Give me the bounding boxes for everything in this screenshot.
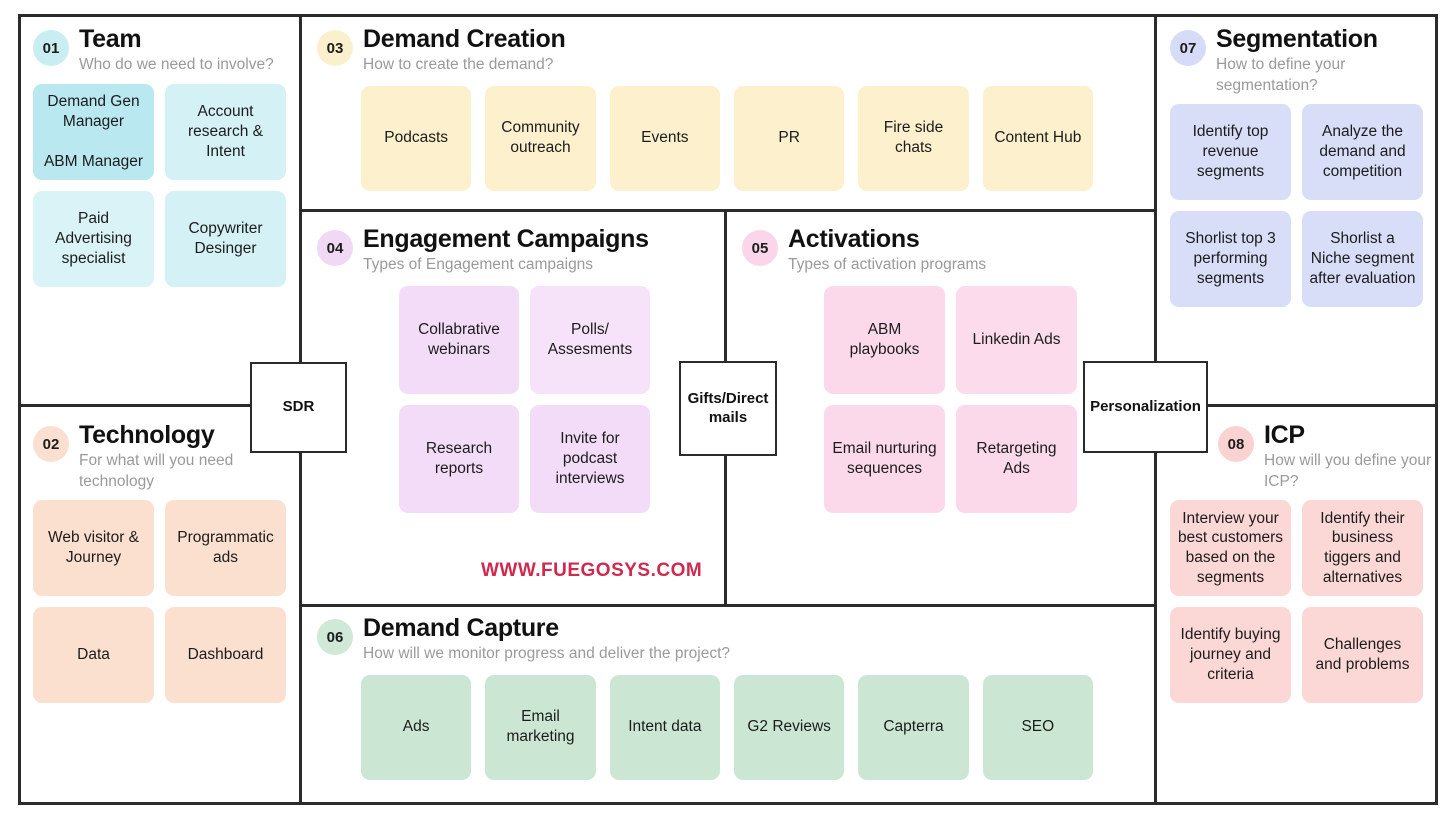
card-team-1[interactable]: Account research & Intent — [165, 83, 286, 180]
panel-technology-cards: Web visitor & Journey Programmatic ads D… — [33, 500, 286, 704]
panel-segmentation-header: 07 Segmentation How to define your segme… — [1170, 26, 1423, 96]
panel-technology-title: Technology — [79, 421, 215, 449]
panel-segmentation: 07 Segmentation How to define your segme… — [1170, 26, 1423, 308]
card-demand-capture-1[interactable]: Email marketing — [485, 674, 596, 780]
panel-technology-header: 02 Technology For what will you need tec… — [33, 422, 286, 492]
divider-center-top — [299, 209, 1154, 212]
panel-team: 01 Team Who do we need to involve? Deman… — [33, 26, 286, 287]
card-technology-3[interactable]: Dashboard — [165, 607, 286, 704]
card-demand-capture-5[interactable]: SEO — [982, 674, 1093, 780]
card-engagement-0[interactable]: Collabrative webinars — [399, 285, 519, 394]
card-demand-capture-0[interactable]: Ads — [361, 674, 472, 780]
card-technology-2[interactable]: Data — [33, 607, 154, 704]
panel-icp-header: 08 ICP How will you define your ICP? — [1170, 421, 1431, 492]
card-activations-3[interactable]: Retargeting Ads — [956, 404, 1077, 513]
card-demand-creation-0[interactable]: Podcasts — [361, 85, 472, 191]
card-demand-capture-4[interactable]: Capterra — [858, 674, 969, 780]
divider-right-rows — [1154, 404, 1438, 407]
card-demand-creation-2[interactable]: Events — [609, 85, 720, 191]
card-demand-creation-5[interactable]: Content Hub — [982, 85, 1093, 191]
panel-demand-creation-title: Demand Creation — [363, 25, 566, 53]
panel-segmentation-title: Segmentation — [1216, 25, 1378, 53]
panel-technology-subtitle: For what will you need technology — [79, 452, 234, 490]
card-engagement-2[interactable]: Research reports — [399, 404, 519, 513]
card-activations-2[interactable]: Email nurturing sequences — [824, 404, 945, 513]
card-demand-creation-3[interactable]: PR — [734, 85, 845, 191]
panel-demand-creation-header: 03 Demand Creation How to create the dem… — [317, 26, 1137, 76]
panel-engagement-title: Engagement Campaigns — [363, 225, 649, 253]
card-team-2[interactable]: Paid Advertising specialist — [33, 190, 154, 287]
panel-icp-cards: Interview your best customers based on t… — [1170, 500, 1423, 704]
panel-demand-capture-cards: Ads Email marketing Intent data G2 Revie… — [317, 674, 1137, 780]
card-icp-3[interactable]: Challenges and problems — [1302, 607, 1423, 704]
panel-demand-creation-cards: Podcasts Community outreach Events PR Fi… — [317, 85, 1137, 191]
card-segmentation-2[interactable]: Shorlist top 3 performing segments — [1170, 211, 1291, 308]
card-technology-1[interactable]: Programmatic ads — [165, 500, 286, 597]
panel-technology-badge: 02 — [33, 426, 69, 462]
card-segmentation-1[interactable]: Analyze the demand and competition — [1302, 104, 1423, 201]
panel-demand-creation-subtitle: How to create the demand? — [363, 56, 554, 74]
card-engagement-1[interactable]: Polls/ Assesments — [530, 285, 650, 394]
card-icp-1[interactable]: Identify their business tiggers and alte… — [1302, 500, 1423, 597]
panel-activations-cards: ABM playbooks Linkedin Ads Email nurturi… — [742, 285, 1137, 513]
panel-icp-title: ICP — [1264, 421, 1305, 449]
panel-segmentation-cards: Identify top revenue segments Analyze th… — [1170, 104, 1423, 308]
panel-team-header: 01 Team Who do we need to involve? — [33, 26, 286, 76]
panel-demand-capture-header: 06 Demand Capture How will we monitor pr… — [317, 615, 1137, 665]
card-engagement-3[interactable]: Invite for podcast interviews — [530, 404, 650, 513]
panel-engagement-header: 04 Engagement Campaigns Types of Engagem… — [317, 226, 712, 276]
card-icp-2[interactable]: Identify buying journey and criteria — [1170, 607, 1291, 704]
card-icp-0[interactable]: Interview your best customers based on t… — [1170, 500, 1291, 597]
panel-activations-badge: 05 — [742, 230, 778, 266]
divider-center-bottom — [299, 604, 1154, 607]
card-segmentation-3[interactable]: Shorlist a Niche segment after evaluatio… — [1302, 211, 1423, 308]
panel-team-badge: 01 — [33, 30, 69, 66]
card-segmentation-0[interactable]: Identify top revenue segments — [1170, 104, 1291, 201]
card-activations-0[interactable]: ABM playbooks — [824, 285, 945, 394]
panel-team-subtitle: Who do we need to involve? — [79, 56, 274, 74]
panel-technology: 02 Technology For what will you need tec… — [33, 422, 286, 704]
card-activations-1[interactable]: Linkedin Ads — [956, 285, 1077, 394]
panel-segmentation-badge: 07 — [1170, 30, 1206, 66]
card-demand-capture-2[interactable]: Intent data — [609, 674, 720, 780]
hub-gifts-direct-mails[interactable]: Gifts/Direct mails — [679, 361, 777, 456]
panel-demand-creation: 03 Demand Creation How to create the dem… — [317, 26, 1137, 191]
panel-activations-title: Activations — [788, 225, 920, 253]
panel-icp-subtitle: How will you define your ICP? — [1264, 452, 1432, 490]
panel-demand-capture: 06 Demand Capture How will we monitor pr… — [317, 615, 1137, 780]
panel-activations-header: 05 Activations Types of activation progr… — [742, 226, 1137, 276]
hub-sdr[interactable]: SDR — [250, 362, 347, 453]
panel-engagement-cards: Collabrative webinars Polls/ Assesments … — [317, 285, 712, 513]
panel-team-title: Team — [79, 25, 142, 53]
card-demand-creation-4[interactable]: Fire side chats — [858, 85, 969, 191]
card-team-3[interactable]: Copywriter Desinger — [165, 190, 286, 287]
site-watermark: WWW.FUEGOSYS.COM — [481, 560, 703, 581]
panel-demand-capture-title: Demand Capture — [363, 614, 559, 642]
panel-engagement-campaigns: 04 Engagement Campaigns Types of Engagem… — [317, 226, 712, 513]
panel-demand-capture-badge: 06 — [317, 619, 353, 655]
panel-icp-badge: 08 — [1218, 426, 1254, 462]
panel-engagement-subtitle: Types of Engagement campaigns — [363, 256, 594, 274]
panel-activations: 05 Activations Types of activation progr… — [742, 226, 1137, 513]
panel-icp: 08 ICP How will you define your ICP? Int… — [1170, 421, 1431, 704]
panel-demand-capture-subtitle: How will we monitor progress and deliver… — [363, 645, 730, 663]
card-demand-capture-3[interactable]: G2 Reviews — [734, 674, 845, 780]
hub-personalization[interactable]: Personalization — [1083, 361, 1208, 453]
panel-activations-subtitle: Types of activation programs — [788, 256, 987, 274]
panel-engagement-badge: 04 — [317, 230, 353, 266]
panel-demand-creation-badge: 03 — [317, 30, 353, 66]
panel-segmentation-subtitle: How to define your segmentation? — [1216, 56, 1346, 94]
card-technology-0[interactable]: Web visitor & Journey — [33, 500, 154, 597]
card-demand-creation-1[interactable]: Community outreach — [485, 85, 596, 191]
divider-left-rows — [18, 404, 299, 407]
